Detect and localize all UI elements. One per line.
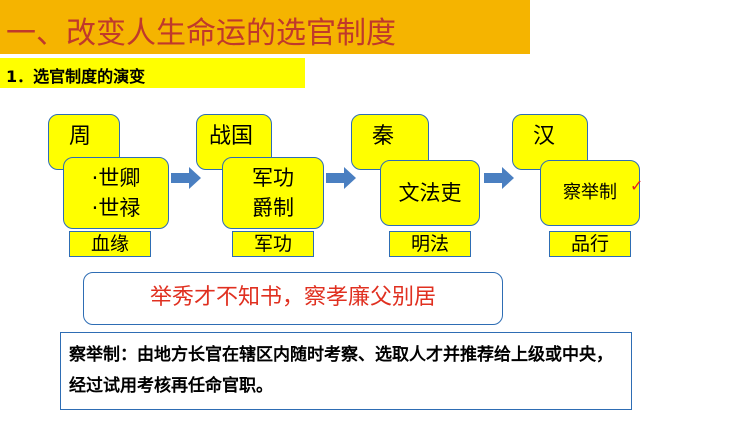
system-line: 军功 [252, 166, 294, 190]
caption-zhou: 血缘 [69, 231, 151, 257]
arrow-right-icon [326, 167, 356, 189]
dynasty-label: 周 [69, 124, 92, 149]
system-box-zhanguo: 军功 爵制 [222, 157, 324, 229]
system-box-qin: 文法吏 [380, 160, 480, 226]
check-mark-icon: ✓ [630, 176, 644, 195]
dynasty-label: 汉 [533, 124, 556, 149]
caption-zhanguo: 军功 [232, 231, 314, 257]
dynasty-label: 秦 [372, 124, 395, 149]
system-line: ·世卿 [91, 166, 141, 190]
system-line: 爵制 [252, 196, 294, 220]
system-line: 察举制 [563, 182, 617, 203]
section-subtitle: 1．选官制度的演变 [6, 67, 146, 86]
caption-han: 品行 [549, 231, 631, 257]
definition-box: 察举制：由地方长官在辖区内随时考察、选取人才并推荐给上级或中央，经过试用考核再任… [60, 332, 632, 410]
slide-title: 一、改变人生命运的选官制度 [6, 16, 396, 51]
title-bar: 一、改变人生命运的选官制度 [0, 0, 530, 54]
arrow-right-icon [484, 167, 514, 189]
arrow-right-icon [171, 167, 201, 189]
system-line: ·世禄 [91, 196, 141, 220]
dynasty-label: 战国 [209, 124, 254, 149]
system-box-zhou: ·世卿 ·世禄 [63, 157, 169, 229]
system-line: 文法吏 [398, 181, 462, 205]
subtitle-bar: 1．选官制度的演变 [0, 58, 305, 88]
quote-box: 举秀才不知书，察孝廉父别居 [83, 272, 503, 325]
system-box-han: 察举制 [540, 160, 640, 226]
caption-qin: 明法 [389, 231, 471, 257]
